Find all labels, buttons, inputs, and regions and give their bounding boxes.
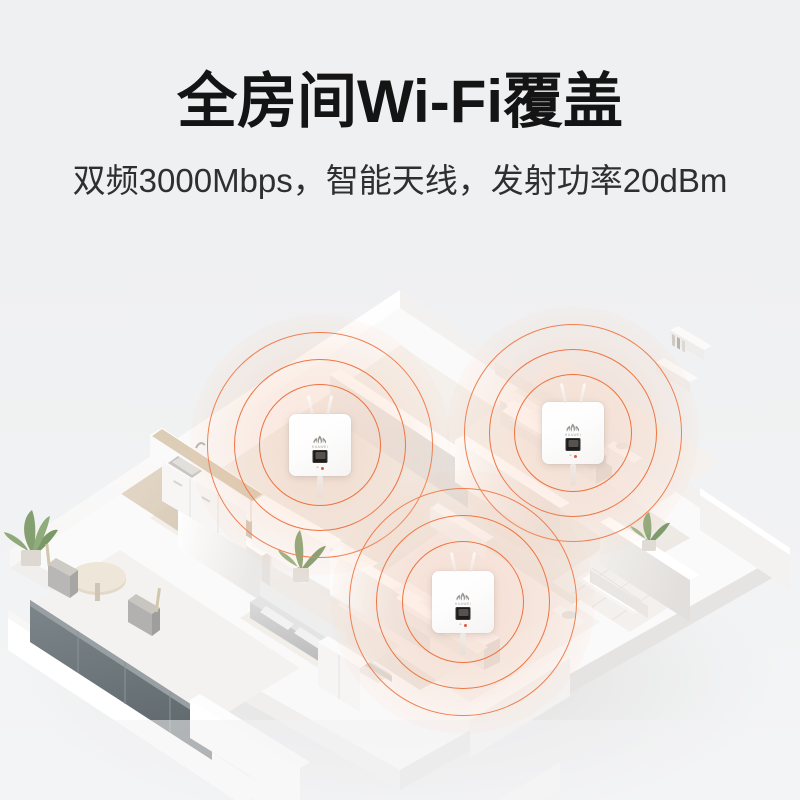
bathroom [552,512,700,626]
plant-balcony [4,510,58,566]
wall-shelf [656,326,712,392]
floor-plan-svg [0,290,800,800]
balcony-furniture [45,543,161,636]
floor-plan-illustration: HUAWEI ◓ [0,250,800,800]
header-block: 全房间Wi-Fi覆盖 双频3000Mbps，智能天线，发射功率20dBm [0,0,800,199]
page-subtitle: 双频3000Mbps，智能天线，发射功率20dBm [72,162,728,199]
page-title: 全房间Wi-Fi覆盖 [176,68,624,135]
